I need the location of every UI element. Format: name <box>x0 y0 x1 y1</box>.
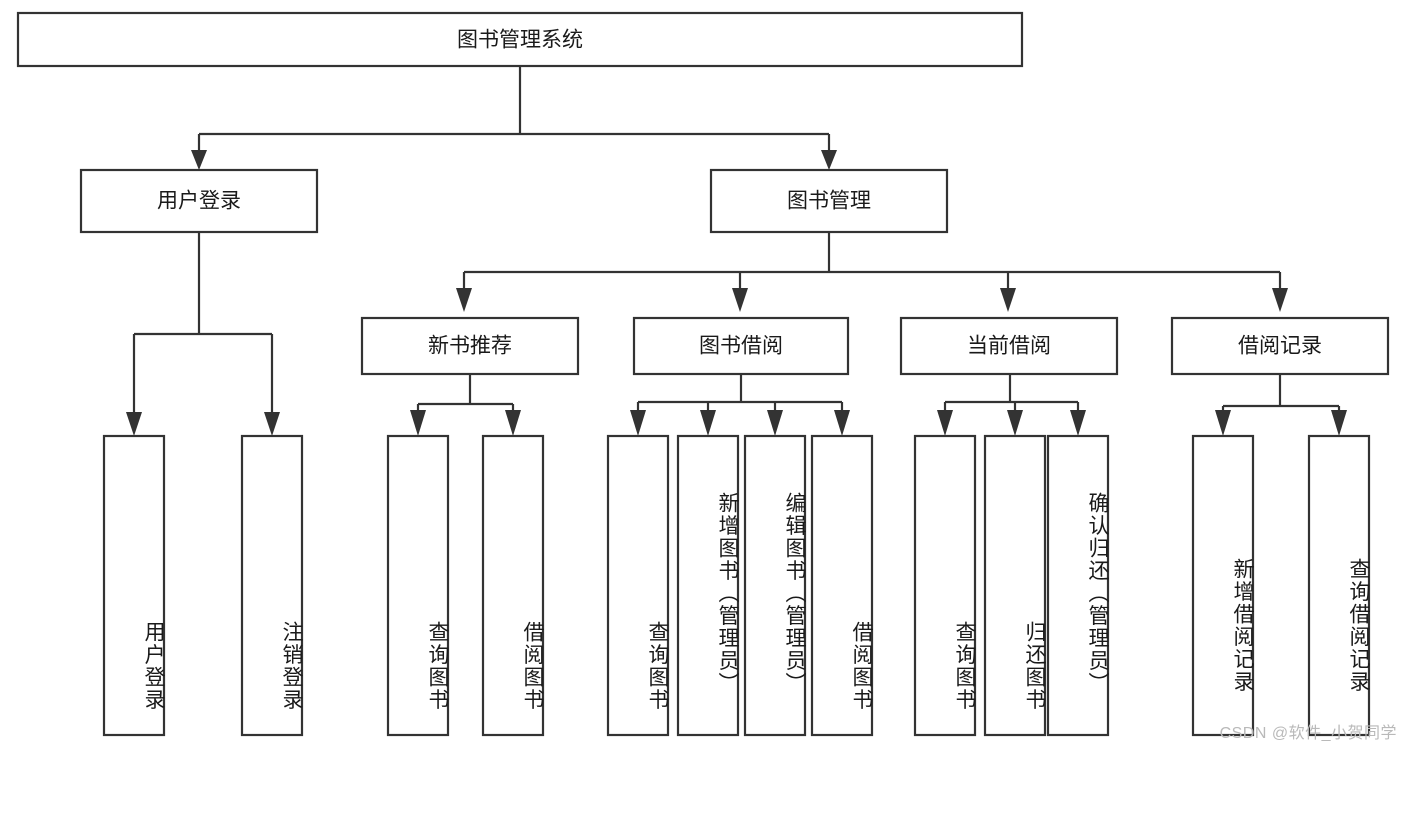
arrow-head-user-login <box>191 150 207 170</box>
node-borrow-record-box[interactable] <box>1170 316 1390 376</box>
arrow-head-book-borrow <box>732 288 748 312</box>
node-current-borrow-label: 当前借阅 <box>967 335 1051 358</box>
node-user-login-label: 用户登录 <box>157 190 241 213</box>
node-leaf-confirm-return-box[interactable] <box>1046 434 1110 737</box>
node-book-manage-label: 图书管理 <box>787 190 871 213</box>
node-root-label: 图书管理系统 <box>457 29 583 52</box>
node-user-login-box[interactable] <box>79 168 319 234</box>
csdn-watermark: CSDN @软件_小贺同学 <box>1219 725 1397 742</box>
arrow-head-new-book-recommend <box>456 288 472 312</box>
arrow-head-leaf-borrow-book-1 <box>505 410 521 436</box>
node-leaf-query-book-3-box[interactable] <box>913 434 977 737</box>
arrow-head-leaf-add-book <box>700 410 716 436</box>
node-leaf-edit-book-box[interactable] <box>743 434 807 737</box>
arrow-head-leaf-confirm-return <box>1070 410 1086 436</box>
arrow-head-book-manage <box>821 150 837 170</box>
arrow-head-leaf-borrow-book-2 <box>834 410 850 436</box>
node-leaf-logout-login-box[interactable] <box>240 434 304 737</box>
arrow-head-leaf-query-book-2 <box>630 410 646 436</box>
node-new-book-recommend-label: 新书推荐 <box>428 335 512 358</box>
node-current-borrow-box[interactable] <box>899 316 1119 376</box>
node-leaf-return-book-box[interactable] <box>983 434 1047 737</box>
arrow-head-leaf-user-login <box>126 412 142 436</box>
node-leaf-borrow-book-2-box[interactable] <box>810 434 874 737</box>
node-leaf-query-book-1-box[interactable] <box>386 434 450 737</box>
arrow-head-leaf-query-record <box>1331 410 1347 436</box>
node-book-borrow-box[interactable] <box>632 316 850 376</box>
arrow-head-leaf-add-record <box>1215 410 1231 436</box>
node-group: 图书管理系统 用户登录 图书管理 新书推荐 图书借阅 当前借阅 借阅记录 <box>16 11 1390 737</box>
node-book-borrow-label: 图书借阅 <box>699 335 783 358</box>
node-leaf-borrow-book-1-box[interactable] <box>481 434 545 737</box>
arrow-head-leaf-edit-book <box>767 410 783 436</box>
node-borrow-record-label: 借阅记录 <box>1238 335 1322 358</box>
connector-group <box>126 66 1347 436</box>
arrow-head-borrow-record <box>1272 288 1288 312</box>
node-book-manage-box[interactable] <box>709 168 949 234</box>
node-leaf-add-record-box[interactable] <box>1191 434 1255 737</box>
flowchart-canvas: 图书管理系统 用户登录 图书管理 新书推荐 图书借阅 当前借阅 借阅记录 <box>16 11 1397 742</box>
arrow-head-leaf-query-book-1 <box>410 410 426 436</box>
arrow-head-current-borrow <box>1000 288 1016 312</box>
arrow-head-leaf-logout-login <box>264 412 280 436</box>
arrow-head-leaf-return-book <box>1007 410 1023 436</box>
flowchart-svg: 图书管理系统 用户登录 图书管理 新书推荐 图书借阅 当前借阅 借阅记录 <box>16 11 1390 737</box>
node-leaf-query-book-2-box[interactable] <box>606 434 670 737</box>
node-leaf-add-book-box[interactable] <box>676 434 740 737</box>
node-root-box[interactable] <box>16 11 1024 68</box>
arrow-head-leaf-query-book-3 <box>937 410 953 436</box>
node-leaf-user-login-box[interactable] <box>102 434 166 737</box>
node-new-book-recommend-box[interactable] <box>360 316 580 376</box>
node-leaf-query-record-box[interactable] <box>1307 434 1371 737</box>
